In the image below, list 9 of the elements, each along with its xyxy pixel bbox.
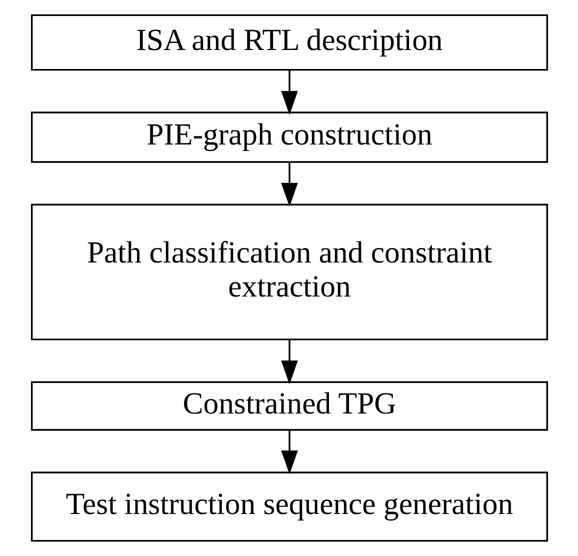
node-box: Test instruction sequence generation [30, 472, 548, 542]
arrow [280, 70, 298, 115]
node-box: Constrained TPG [30, 381, 548, 431]
arrow [280, 162, 298, 207]
node-box: Path classification and constraint extraction [30, 204, 548, 340]
arrow [280, 430, 298, 474]
node-box: PIE-graph construction [30, 112, 548, 163]
arrow [280, 340, 298, 384]
node-box: ISA and RTL description [30, 14, 548, 71]
